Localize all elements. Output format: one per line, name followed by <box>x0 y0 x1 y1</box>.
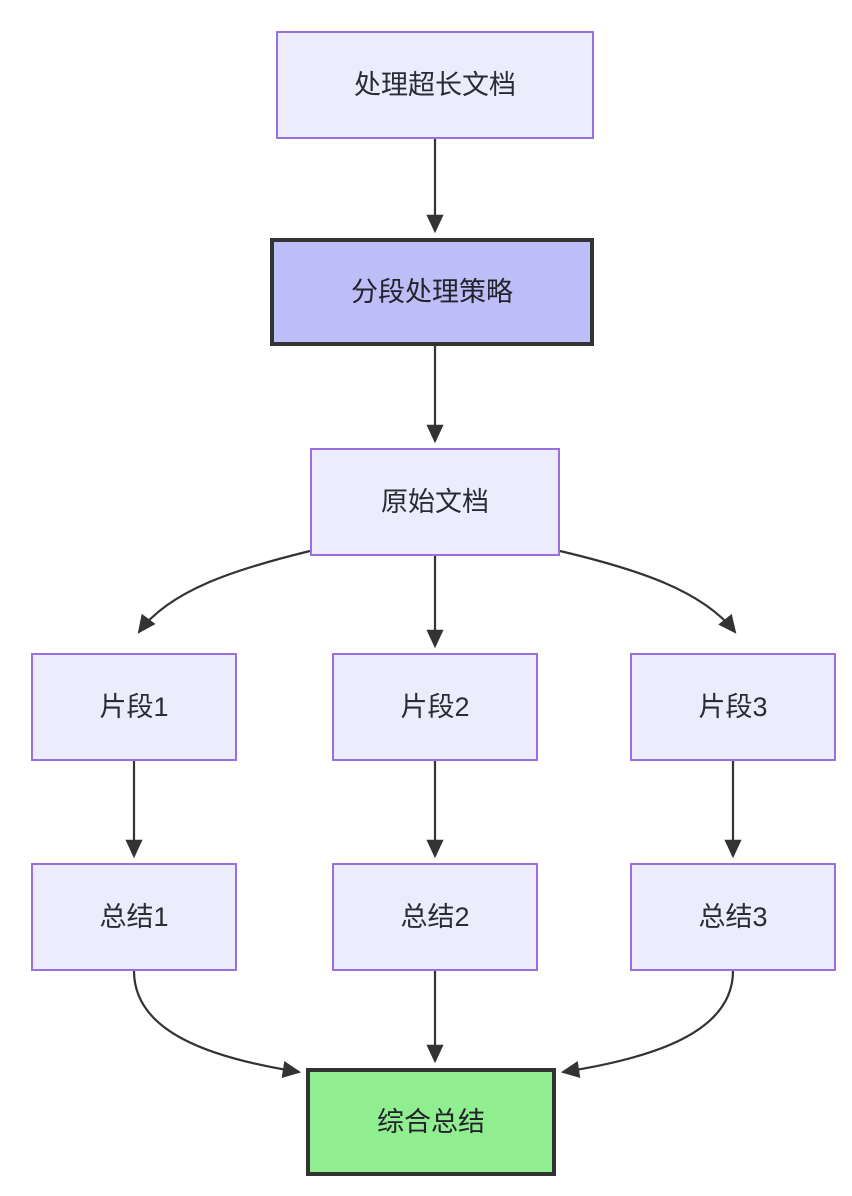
edge-I-to-J <box>560 970 735 1079</box>
node-label: 分段处理策略 <box>351 276 513 307</box>
node-label: 片段2 <box>400 691 470 722</box>
node-label: 总结1 <box>99 901 169 932</box>
edge-C-to-F <box>559 549 737 634</box>
edge-G-to-J <box>132 970 302 1078</box>
node-process-long-document[interactable]: 处理超长文档 <box>276 31 594 139</box>
node-label: 处理超长文档 <box>354 69 516 100</box>
node-summary-2[interactable]: 总结2 <box>332 863 538 971</box>
node-summary-1[interactable]: 总结1 <box>31 863 237 971</box>
node-fragment-3[interactable]: 片段3 <box>630 653 836 761</box>
edge-C-to-D <box>137 549 311 634</box>
node-label: 综合总结 <box>377 1106 485 1137</box>
node-label: 原始文档 <box>381 486 489 517</box>
node-summary-3[interactable]: 总结3 <box>630 863 836 971</box>
node-label: 总结2 <box>400 901 470 932</box>
node-chunking-strategy[interactable]: 分段处理策略 <box>270 238 594 346</box>
node-comprehensive-summary[interactable]: 综合总结 <box>306 1068 556 1176</box>
node-label: 片段3 <box>698 691 768 722</box>
node-original-document[interactable]: 原始文档 <box>310 448 560 556</box>
node-fragment-1[interactable]: 片段1 <box>31 653 237 761</box>
node-fragment-2[interactable]: 片段2 <box>332 653 538 761</box>
node-label: 总结3 <box>698 901 768 932</box>
node-label: 片段1 <box>99 691 169 722</box>
